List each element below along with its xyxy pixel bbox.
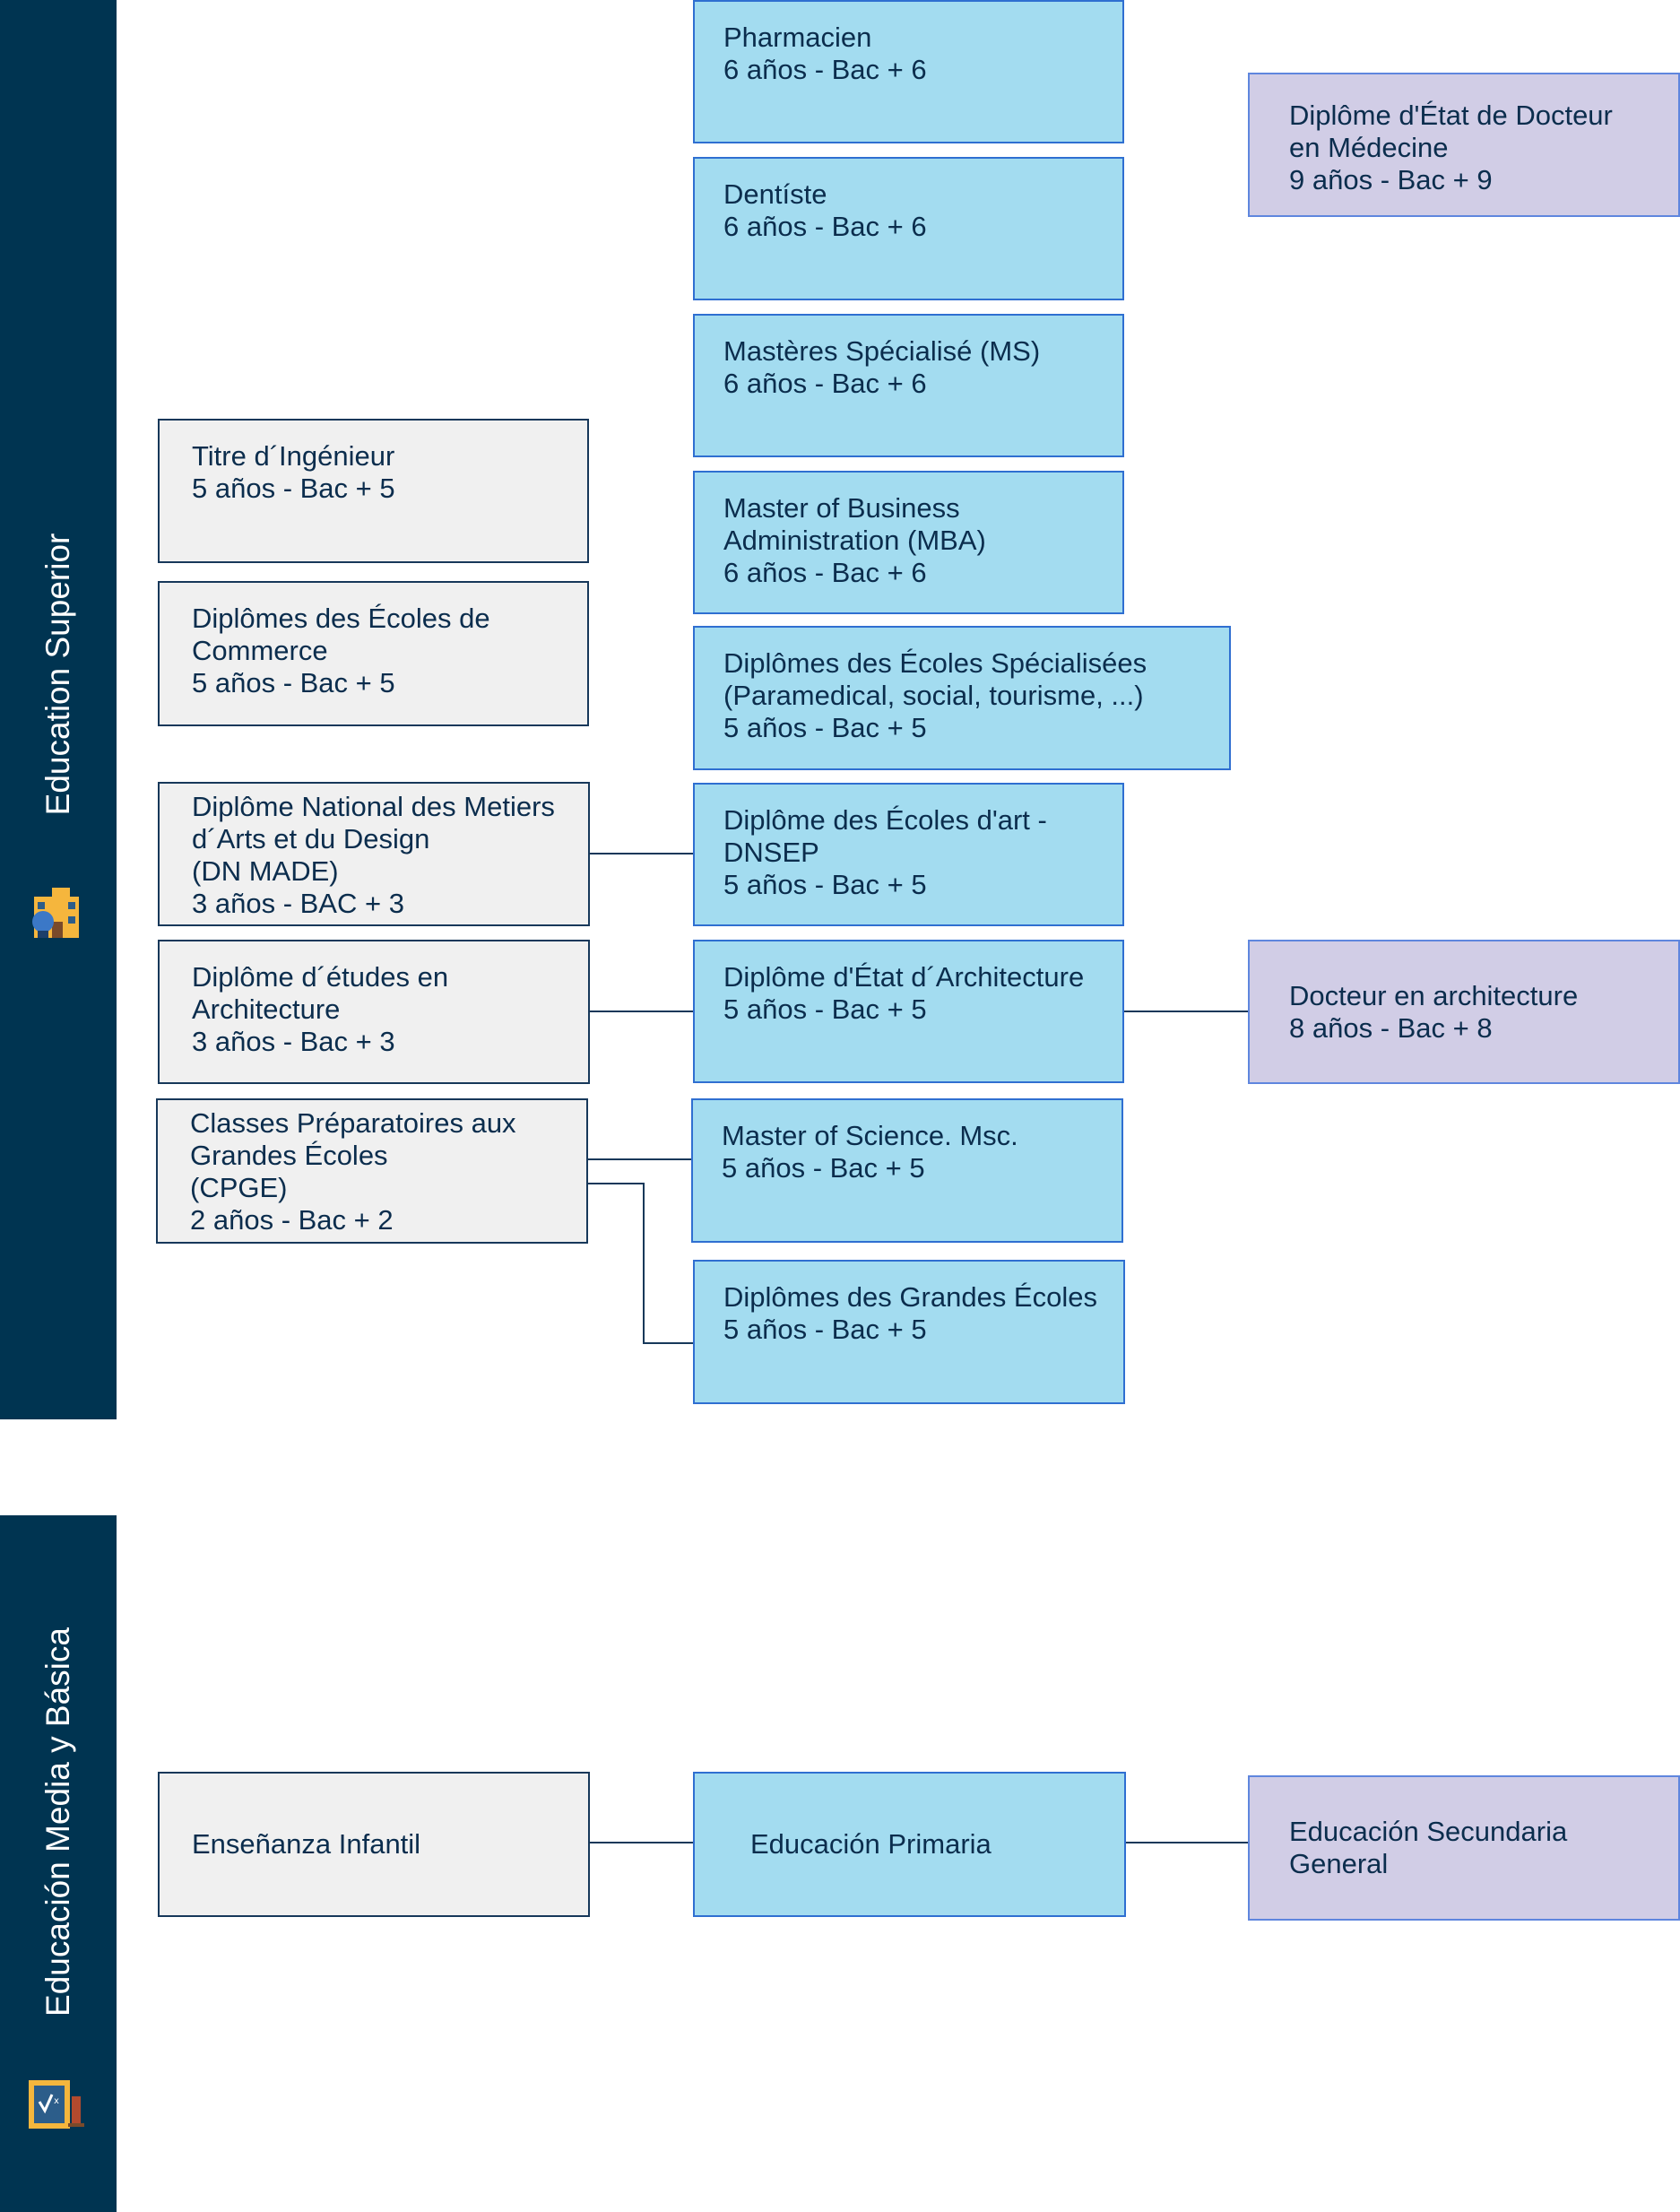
link-cpge-grandes-ecoles	[587, 1183, 695, 1344]
box-master-science: Master of Science. Msc. 5 años - Bac + 5	[691, 1098, 1123, 1243]
box-docteur-architecture: Docteur en architecture 8 años - Bac + 8	[1248, 940, 1680, 1084]
box-masteres-specialise: Mastères Spécialisé (MS) 6 años - Bac + …	[693, 314, 1124, 457]
box-docteur-medecine: Diplôme d'État de Docteur en Médecine 9 …	[1248, 73, 1680, 217]
box-mba: Master of Business Administration (MBA) …	[693, 471, 1124, 614]
classroom-board-icon: x	[29, 2080, 84, 2129]
box-ecoles-art: Diplôme des Écoles d'art - DNSEP 5 años …	[693, 783, 1124, 926]
box-educacion-primaria: Educación Primaria	[693, 1772, 1126, 1917]
svg-text:x: x	[54, 2096, 59, 2106]
sidebar-education-superior	[0, 0, 117, 1419]
box-pharmacien: Pharmacien 6 años - Bac + 6	[693, 0, 1124, 143]
box-etudes-architecture: Diplôme d´études en Architecture 3 años …	[158, 940, 590, 1084]
box-ensenanza-infantil: Enseñanza Infantil	[158, 1772, 590, 1917]
box-dentiste: Dentíste 6 años - Bac + 6	[693, 157, 1124, 300]
box-dn-made: Diplôme National des Metiers d´Arts et d…	[158, 782, 590, 926]
box-architecture-etat: Diplôme d'État d´Architecture 5 años - B…	[693, 940, 1124, 1083]
box-cpge: Classes Préparatoires aux Grandes Écoles…	[156, 1098, 588, 1244]
box-educacion-secundaria: Educación Secundaria General	[1248, 1775, 1680, 1921]
school-building-icon	[32, 888, 79, 938]
box-ecoles-specialisees: Diplômes des Écoles Spécialisées (Parame…	[693, 626, 1231, 770]
box-grandes-ecoles: Diplômes des Grandes Écoles 5 años - Bac…	[693, 1260, 1125, 1404]
box-titre-ingenieur: Titre d´Ingénieur 5 años - Bac + 5	[158, 419, 589, 563]
box-ecoles-commerce: Diplômes des Écoles de Commerce 5 años -…	[158, 581, 589, 726]
